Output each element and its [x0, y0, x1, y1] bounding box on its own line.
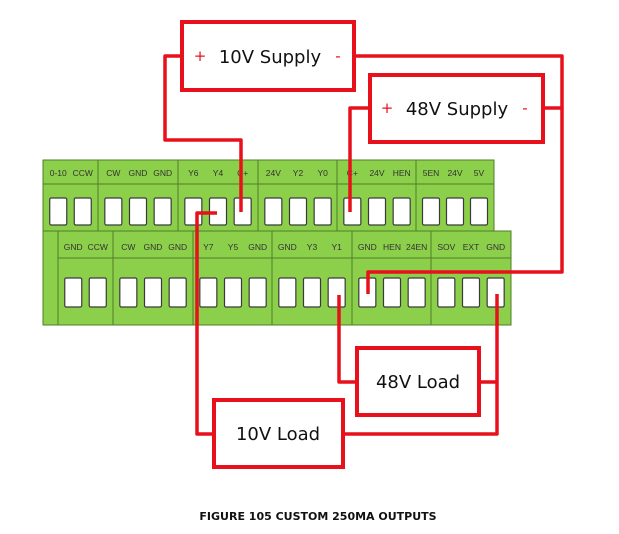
terminal-label: 24V — [447, 168, 462, 178]
top-terminal-block: 5EN 24V 5V — [415, 159, 495, 232]
screw-terminal — [367, 197, 387, 226]
wires — [163, 54, 564, 436]
supply-48v-label: 48V Supply — [406, 99, 509, 120]
screw-terminal — [288, 197, 308, 226]
terminal-label: 24V — [266, 168, 281, 178]
supply-10v-box: + 10V Supply - — [180, 20, 356, 92]
supply-48v-plus: + — [381, 99, 394, 117]
terminal-label: 24EN — [406, 242, 427, 252]
bottom-terminal-block: Y7 Y5 GND — [192, 230, 274, 326]
terminal-label: GND — [486, 242, 505, 252]
terminal-label: GND — [248, 242, 267, 252]
terminal-label: Y2 — [293, 168, 304, 178]
screw-terminal — [278, 277, 297, 308]
terminal-label: Y4 — [213, 168, 224, 178]
terminal-label: 5EN — [423, 168, 440, 178]
terminal-label: CCW — [73, 168, 93, 178]
load-48v-label: 48V Load — [376, 372, 460, 393]
terminal-label: Y5 — [228, 242, 239, 252]
terminal-label: GND — [64, 242, 83, 252]
supply-10v-plus: + — [194, 47, 207, 65]
screw-terminal — [461, 277, 481, 308]
screw-terminal — [392, 197, 411, 226]
terminal-label: 5V — [474, 168, 485, 178]
wire-loads-to-gnd — [343, 294, 499, 436]
block-edge-strip — [42, 230, 59, 326]
screw-terminal — [469, 197, 489, 226]
terminal-label: SOV — [437, 242, 455, 252]
top-terminal-block: 0-10 CCW — [42, 159, 99, 232]
screw-terminal — [248, 277, 267, 308]
screw-terminal — [445, 197, 465, 226]
wire-y4-to-10v-load — [195, 211, 217, 436]
screw-terminal — [343, 197, 362, 226]
terminal-label: EXT — [463, 242, 480, 252]
top-terminal-block: CW GND GND — [97, 159, 179, 232]
terminal-label: Y1 — [331, 242, 342, 252]
screw-terminal — [382, 277, 402, 308]
wire-48v-supply-plus-to-c-plus — [348, 106, 370, 212]
wire-10v-supply-plus-to-c-plus — [163, 54, 243, 212]
screw-terminal — [153, 197, 172, 226]
screw-terminal — [437, 277, 456, 308]
terminal-label: Y7 — [203, 242, 214, 252]
load-10v-label: 10V Load — [236, 424, 320, 445]
terminal-label: 0-10 — [50, 168, 67, 178]
screw-terminal — [264, 197, 283, 226]
terminal-label: GND — [358, 242, 377, 252]
supply-10v-minus: - — [335, 47, 340, 65]
screw-terminal — [73, 197, 92, 226]
bottom-terminal-block: SOV EXT GND — [430, 230, 512, 326]
screw-terminal — [168, 277, 187, 308]
supply-48v-minus: - — [522, 99, 527, 117]
load-48v-box: 48V Load — [355, 346, 481, 417]
screw-terminal — [64, 277, 83, 308]
terminal-label: GND — [153, 168, 172, 178]
screw-terminal — [313, 197, 332, 226]
screw-terminal — [223, 277, 243, 308]
top-terminal-block: 24V Y2 Y0 — [257, 159, 339, 232]
wire-y1-to-48v-load — [337, 295, 357, 384]
screw-terminal — [104, 197, 123, 226]
screw-terminal — [327, 277, 346, 308]
load-10v-box: 10V Load — [212, 398, 345, 469]
screw-terminal — [88, 277, 107, 308]
bottom-terminal-block: GND HEN 24EN — [351, 230, 433, 326]
supply-10v-label: 10V Supply — [219, 47, 322, 68]
terminal-label: 24V — [369, 168, 384, 178]
terminal-label: HEN — [383, 242, 401, 252]
screw-terminal — [421, 197, 441, 226]
screw-terminal — [199, 277, 218, 308]
terminal-label: C+ — [347, 168, 358, 178]
bottom-terminal-block: GND CCW — [57, 230, 114, 326]
supply-48v-box: + 48V Supply - — [368, 73, 545, 144]
terminal-label: CW — [106, 168, 120, 178]
terminal-label: Y3 — [307, 242, 318, 252]
figure-caption: FIGURE 105 CUSTOM 250MA OUTPUTS — [199, 510, 436, 523]
terminal-label: CCW — [88, 242, 108, 252]
terminal-label: GND — [144, 242, 163, 252]
screw-terminal — [128, 197, 148, 226]
terminal-label: HEN — [393, 168, 411, 178]
terminal-label: Y0 — [317, 168, 328, 178]
terminal-label: Y6 — [188, 168, 199, 178]
terminal-label: CW — [121, 242, 135, 252]
screw-terminal — [119, 277, 138, 308]
bottom-terminal-block: CW GND GND — [112, 230, 194, 326]
screw-terminal — [407, 277, 426, 308]
screw-terminal — [49, 197, 68, 226]
terminal-label: GND — [129, 168, 148, 178]
terminal-label: GND — [278, 242, 297, 252]
screw-terminal — [143, 277, 163, 308]
screw-terminal — [302, 277, 322, 308]
terminal-label: GND — [168, 242, 187, 252]
wire-10v-supply-minus-to-load — [354, 54, 564, 294]
